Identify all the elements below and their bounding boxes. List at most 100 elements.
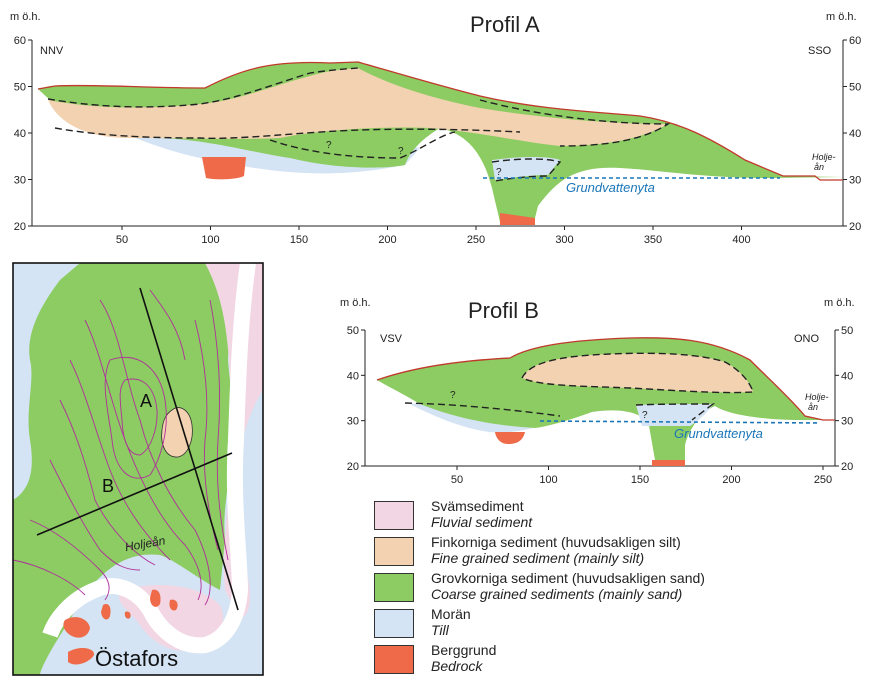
legend-label-sv: Svämsediment bbox=[431, 498, 524, 514]
legend-swatch-fluvial bbox=[374, 501, 414, 530]
profile-b-unit-left: m ö.h. bbox=[340, 297, 371, 309]
profile-a-dir-left: NNV bbox=[40, 45, 64, 57]
map-bedrock-6 bbox=[124, 611, 131, 619]
profile-a-y-tick-label: 50 bbox=[14, 82, 26, 94]
legend-text-coarse: Grovkorniga sediment (huvudsakligen sand… bbox=[431, 570, 705, 602]
profile-b-ground-surface bbox=[376, 337, 835, 421]
legend-item-fine: Finkorniga sediment (huvudsakligen silt)… bbox=[374, 534, 794, 570]
profile-b-dir-right: ONO bbox=[794, 333, 820, 345]
legend-label-en: Coarse grained sediments (mainly sand) bbox=[431, 586, 683, 602]
profile-a-question-3: ? bbox=[496, 167, 502, 178]
profile-a-fine-layer bbox=[48, 68, 668, 146]
profile-b-y-tick-label: 30 bbox=[347, 416, 359, 428]
profile-b-x-tick-label: 50 bbox=[451, 474, 463, 486]
profile-b-x-tick-label: 200 bbox=[722, 474, 740, 486]
profile-a-dir-right: SSO bbox=[808, 45, 832, 57]
map-fine-patch bbox=[161, 407, 193, 458]
profile-a-y-tick-label: 20 bbox=[849, 221, 861, 233]
legend-label-sv: Berggrund bbox=[431, 642, 497, 658]
profile-a-x-tick-label: 300 bbox=[555, 234, 573, 245]
map-town-label: Östafors bbox=[95, 646, 178, 671]
profile-a-river-label-2: ån bbox=[814, 162, 824, 172]
profile-a-y-tick-label: 20 bbox=[14, 221, 26, 233]
profile-b-y-tick-label: 50 bbox=[841, 325, 853, 337]
legend-label-sv: Finkorniga sediment (huvudsakligen silt) bbox=[431, 534, 681, 550]
profile-a-y-tick-label: 40 bbox=[14, 128, 26, 140]
map-profile-a-line bbox=[139, 287, 239, 611]
profile-b-x-tick-label: 100 bbox=[539, 474, 557, 486]
legend-swatch-coarse bbox=[374, 573, 414, 602]
map-frame bbox=[12, 262, 264, 676]
profile-a-bedrock-1 bbox=[202, 157, 246, 180]
map-bedrock-1 bbox=[63, 617, 90, 638]
profile-a: Profil A m ö.h. m ö.h. NNV SSO 203040506… bbox=[10, 11, 861, 245]
profile-a-x-tick-label: 350 bbox=[644, 234, 662, 245]
profile-a-x-tick-label: 150 bbox=[290, 234, 308, 245]
legend-label-en: Fine grained sediment (mainly silt) bbox=[431, 550, 645, 566]
legend-label-sv: Morän bbox=[431, 606, 471, 622]
map-profile-b-line bbox=[36, 452, 233, 536]
profile-b-boundary-3 bbox=[635, 403, 716, 421]
profile-a-unit-left: m ö.h. bbox=[10, 11, 41, 23]
legend-item-coarse: Grovkorniga sediment (huvudsakligen sand… bbox=[374, 570, 794, 606]
map-coarse-area bbox=[13, 263, 235, 675]
profile-a-groundwater-label: Grundvattenyta bbox=[566, 180, 655, 195]
legend-label-en: Bedrock bbox=[431, 658, 483, 674]
profile-a-river-label-1: Holje- bbox=[812, 152, 836, 162]
map-label-a: A bbox=[140, 391, 152, 411]
map-label-b: B bbox=[102, 476, 114, 496]
profile-a-y-tick-label: 50 bbox=[849, 82, 861, 94]
legend-text-till: Morän Till bbox=[431, 606, 471, 638]
profile-b-river-label-2: ån bbox=[808, 402, 818, 412]
profile-a-x-tick-label: 400 bbox=[732, 234, 750, 245]
map-river bbox=[42, 263, 256, 654]
legend-label-en: Fluvial sediment bbox=[431, 514, 533, 530]
profile-a-boundary-low bbox=[269, 131, 456, 159]
profile-a-till-pocket bbox=[492, 157, 560, 180]
profile-b-y-tick-label: 30 bbox=[841, 416, 853, 428]
legend-label-en: Till bbox=[431, 622, 449, 638]
profile-a-x-tick-label: 250 bbox=[467, 234, 485, 245]
profile-b-dir-left: VSV bbox=[380, 333, 403, 345]
map-bedrock-4 bbox=[150, 589, 161, 607]
profile-a-ground-surface bbox=[37, 61, 843, 181]
profile-a-unit-right: m ö.h. bbox=[826, 11, 857, 23]
legend-swatch-fine bbox=[374, 537, 414, 566]
profile-b-till-pocket bbox=[636, 404, 713, 426]
profile-a-y-tick-label: 40 bbox=[849, 128, 861, 140]
profile-a-bedrock-2 bbox=[500, 213, 535, 225]
legend-item-bedrock: Berggrund Bedrock bbox=[374, 642, 794, 678]
map-bedrock-5 bbox=[169, 599, 178, 611]
profile-b-fine-layer bbox=[522, 353, 753, 393]
map: A B Holjeån Östafors bbox=[12, 262, 264, 676]
profile-a-x-tick-label: 200 bbox=[378, 234, 396, 245]
legend-text-bedrock: Berggrund Bedrock bbox=[431, 642, 496, 674]
legend-label-sv: Grovkorniga sediment (huvudsakligen sand… bbox=[431, 570, 705, 586]
legend-text-fine: Finkorniga sediment (huvudsakligen silt)… bbox=[431, 534, 681, 566]
profile-a-title: Profil A bbox=[470, 12, 540, 37]
profile-a-question-2: ? bbox=[398, 146, 404, 157]
profile-b-x-tick-label: 150 bbox=[631, 474, 649, 486]
legend: Svämsediment Fluvial sediment Finkorniga… bbox=[374, 498, 794, 678]
profile-b-boundary-2 bbox=[404, 402, 561, 417]
legend-swatch-bedrock bbox=[374, 645, 414, 674]
profile-a-y-tick-label: 30 bbox=[849, 175, 861, 187]
profile-b-question-1: ? bbox=[450, 390, 456, 401]
map-bedrock-3 bbox=[101, 604, 111, 620]
profile-a-boundary-mid bbox=[54, 127, 521, 139]
profile-a-question-1: ? bbox=[326, 140, 332, 151]
legend-text-fluvial: Svämsediment Fluvial sediment bbox=[431, 498, 532, 530]
profile-a-boundary-top bbox=[47, 67, 359, 108]
profile-b-bedrock-2 bbox=[652, 460, 685, 466]
profile-b-y-tick-label: 20 bbox=[347, 461, 359, 473]
profile-b-y-tick-label: 40 bbox=[347, 370, 359, 382]
profile-b-bedrock-1 bbox=[495, 432, 525, 444]
profile-a-x-tick-label: 50 bbox=[116, 234, 128, 245]
legend-item-till: Morän Till bbox=[374, 606, 794, 642]
